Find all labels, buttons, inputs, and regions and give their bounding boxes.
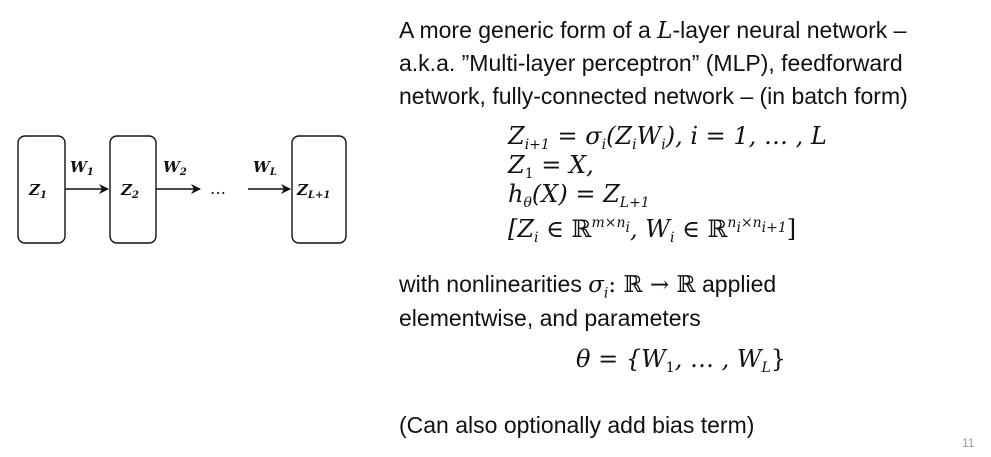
- node-label-z2: Z2: [120, 181, 139, 201]
- weight-label-wl: WL: [253, 158, 277, 178]
- nonlinearity-paragraph: with nonlinearities σi: ℝ → ℝ applied el…: [399, 268, 776, 336]
- bias-note: (Can also optionally add bias term): [399, 412, 755, 438]
- intro-paragraph: A more generic form of a L-layer neural …: [399, 14, 908, 113]
- equation-shapes: [Zi ∈ ℝm×ni, Wi ∈ ℝni×ni+1]: [508, 215, 797, 246]
- parameters-equation: θ = {W1, … , WL}: [576, 345, 787, 376]
- equation-input: Z1 = X,: [508, 151, 594, 182]
- node-label-zl1: ZL+1: [296, 181, 330, 201]
- ellipsis: …: [210, 179, 226, 198]
- page-number: 11: [962, 436, 975, 450]
- weight-label-w2: W2: [163, 158, 187, 178]
- node-box-zl1: [291, 135, 347, 244]
- equation-block: Zi+1 = σi(ZiWi), i = 1, … , L Z1 = X, hθ…: [508, 122, 827, 246]
- nonlinearity-line-1: with nonlinearities σi: ℝ → ℝ applied: [399, 271, 777, 302]
- equation-output: hθ(X) = ZL+1: [508, 180, 650, 211]
- weight-label-w1: W1: [70, 158, 94, 178]
- equation-forward: Zi+1 = σi(ZiWi), i = 1, … , L: [508, 122, 827, 153]
- node-label-z1: Z1: [28, 181, 47, 201]
- nonlinearity-line-2: elementwise, and parameters: [399, 305, 701, 331]
- intro-line-2: a.k.a. ”Multi-layer perceptron” (MLP), f…: [399, 50, 903, 76]
- intro-line-1: A more generic form of a L-layer neural …: [399, 17, 907, 44]
- intro-line-3: network, fully-connected network – (in b…: [399, 83, 908, 109]
